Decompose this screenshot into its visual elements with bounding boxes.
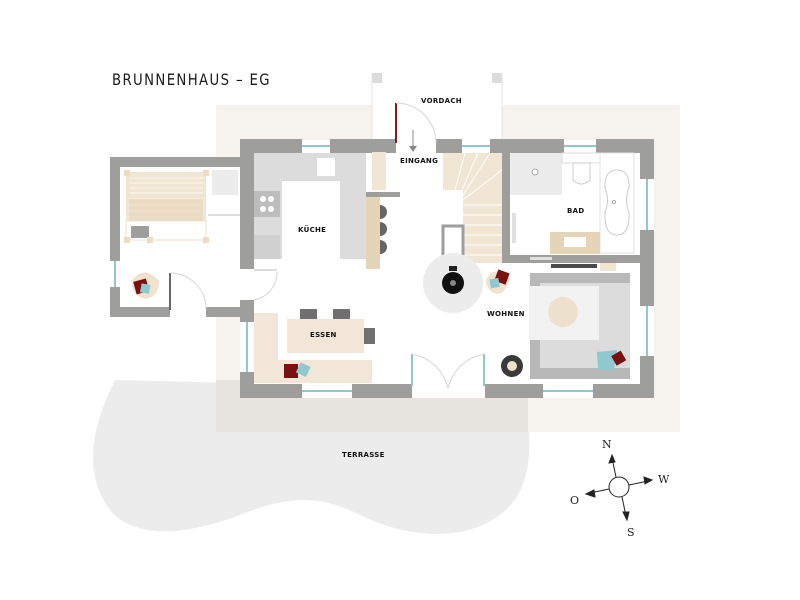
- compass-icon: [584, 453, 654, 522]
- room-label-bad: BAD: [567, 207, 585, 215]
- compass-north-label: N: [602, 438, 612, 451]
- armchair: [132, 272, 159, 299]
- compass-south-label: S: [627, 526, 635, 539]
- room-label-terrasse: TERRASSE: [342, 451, 385, 459]
- compass-east-label: O: [570, 494, 580, 507]
- page-title: BRUNNENHAUS – EG: [112, 70, 271, 89]
- room-label-eingang: EINGANG: [400, 157, 439, 165]
- room-label-kueche: KÜCHE: [298, 226, 327, 234]
- room-label-wohnen: WOHNEN: [487, 310, 525, 318]
- room-label-essen: ESSEN: [310, 331, 337, 339]
- room-label-vordach: VORDACH: [421, 97, 462, 105]
- compass-west-label: W: [658, 473, 670, 486]
- vordach-area: [372, 73, 502, 145]
